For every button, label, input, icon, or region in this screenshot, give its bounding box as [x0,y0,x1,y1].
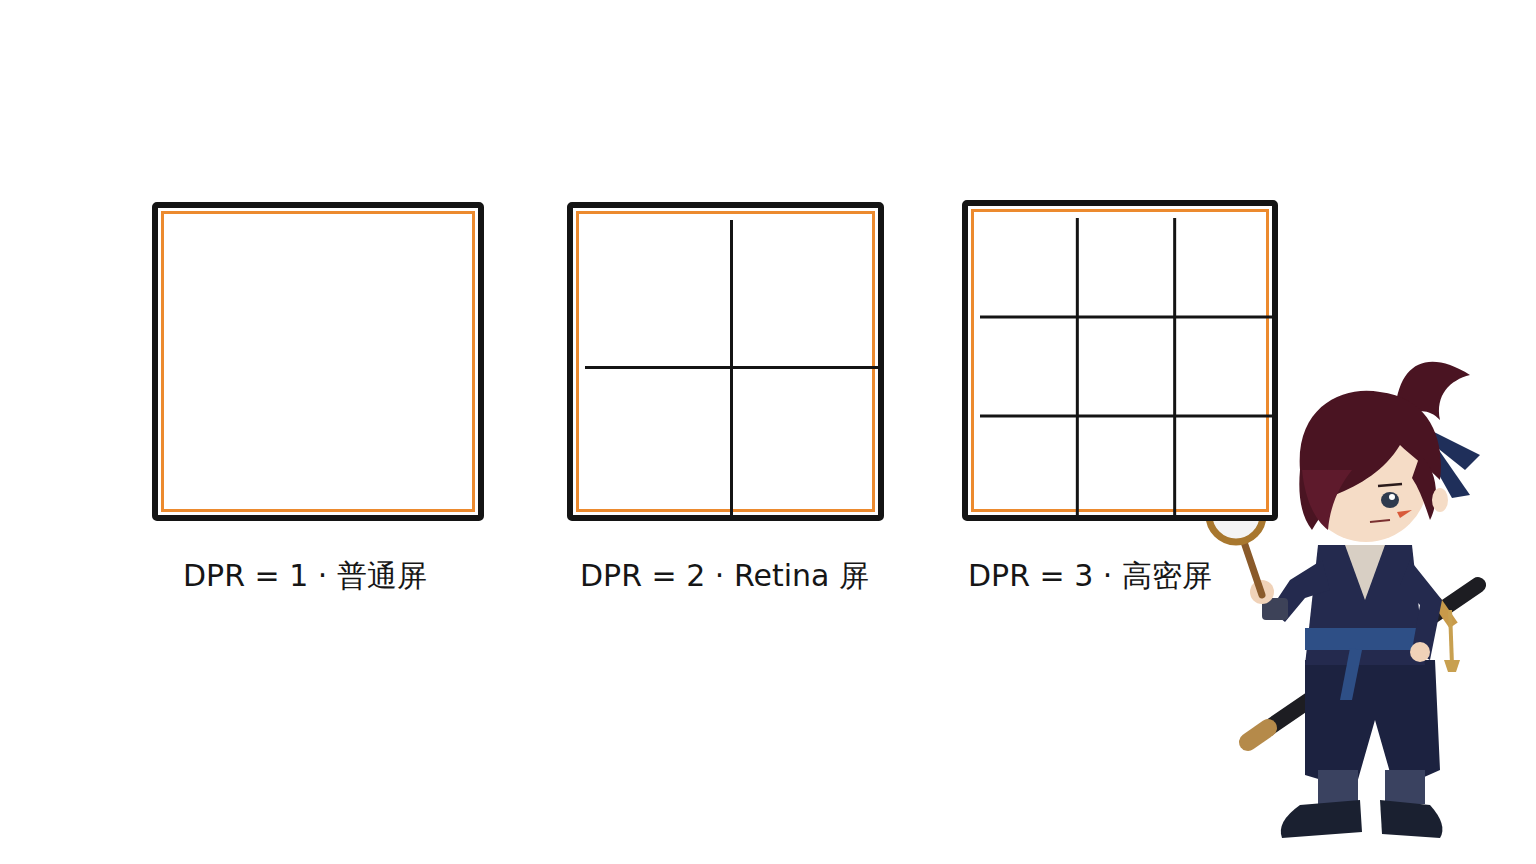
pixel-square [152,202,484,521]
pixel-grid [170,220,478,515]
dpr-label: DPR = 2 · Retina 屏 [580,558,869,594]
pixel-square [962,200,1278,521]
pixel-square [567,202,884,521]
orange-inner-border [161,211,475,512]
orange-inner-border [576,211,875,512]
pixel-grid [980,218,1272,515]
orange-inner-border [971,209,1269,512]
dpr-label: DPR = 1 · 普通屏 [183,558,427,594]
dpr-label: DPR = 3 · 高密屏 [968,558,1212,594]
pixel-grid [585,220,878,515]
